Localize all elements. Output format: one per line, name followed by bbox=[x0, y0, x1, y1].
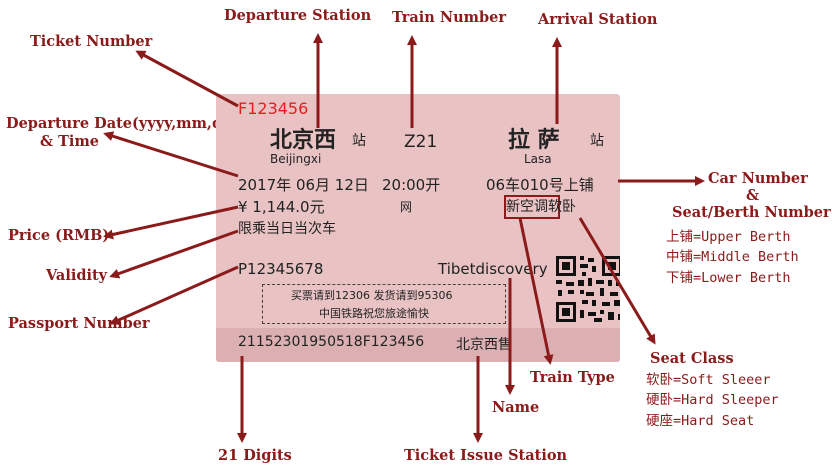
passport-number: P12345678 bbox=[238, 260, 324, 278]
arrow-passport bbox=[109, 265, 239, 325]
arrow-validity bbox=[109, 229, 239, 279]
seat-berth-number-label: Seat/Berth Number bbox=[672, 204, 831, 221]
arrow-ticket-number bbox=[135, 50, 239, 108]
from-station: 北京西 bbox=[270, 128, 337, 153]
car-number-amp: & bbox=[746, 187, 760, 204]
seat-class-legend-item: 硬卧=Hard Sleeper bbox=[646, 392, 779, 409]
seat-class-legend: 软卧=Soft Sleeer 硬卧=Hard Sleeper 硬座=Hard S… bbox=[646, 370, 779, 431]
berth-legend-item: 上铺=Upper Berth bbox=[666, 229, 791, 245]
validity: 限乘当日当次车 bbox=[238, 221, 336, 237]
seat-class-box bbox=[504, 195, 560, 219]
berth-legend-item: 中铺=Middle Berth bbox=[666, 249, 799, 266]
price-label: Price (RMB) bbox=[8, 227, 110, 244]
seat-class: 新空调软卧 bbox=[506, 199, 576, 215]
departure-time-label: & Time bbox=[40, 133, 100, 150]
berth-legend-item: 下铺=Lower Berth bbox=[666, 269, 791, 286]
notice-box: 买票请到12306 发货请到95306 中国铁路祝您旅途愉快 bbox=[262, 284, 506, 324]
issue-station: 北京西售 bbox=[456, 337, 512, 353]
departure-date-label: Departure Date(yyyy,mm,dd) bbox=[6, 115, 240, 132]
to-station: 拉 萨 bbox=[508, 128, 560, 153]
departure-time: 20:00开 bbox=[382, 176, 441, 194]
seat-class-label: Seat Class bbox=[650, 350, 734, 367]
departure-station-label: Departure Station bbox=[224, 7, 372, 24]
arrow-seat-class bbox=[578, 217, 656, 345]
train-number: Z21 bbox=[404, 132, 438, 152]
passenger-name: Tibetdiscovery bbox=[438, 260, 548, 278]
to-pinyin: Lasa bbox=[524, 152, 552, 166]
price-sub: 网 bbox=[400, 200, 413, 214]
validity-label: Validity bbox=[46, 267, 108, 284]
arrival-station-label: Arrival Station bbox=[538, 11, 658, 28]
arrow-price bbox=[103, 205, 239, 240]
arrow-train-type bbox=[518, 217, 554, 365]
notice-line-2: 中国铁路祝您旅途愉快 bbox=[319, 307, 429, 320]
price: ¥ 1,144.0元 bbox=[238, 198, 325, 216]
seat-class-legend-item: 软卧=Soft Sleeer bbox=[646, 372, 771, 388]
ticket-serial-number: 21152301950518F123456 bbox=[238, 334, 425, 350]
from-pinyin: Beijingxi bbox=[270, 152, 322, 166]
ticket-number-label: Ticket Number bbox=[30, 33, 153, 50]
train-type-label: Train Type bbox=[530, 369, 615, 386]
car-seat-number: 06车010号上铺 bbox=[486, 176, 594, 194]
seat-class-legend-item: 硬座=Hard Seat bbox=[646, 412, 755, 429]
arrow-departure-date bbox=[103, 131, 239, 178]
car-number-label: Car Number bbox=[708, 170, 808, 187]
from-station-suffix: 站 bbox=[352, 133, 366, 149]
name-label: Name bbox=[492, 399, 540, 416]
notice-line-1: 买票请到12306 发货请到95306 bbox=[291, 289, 453, 302]
ticket-number: F123456 bbox=[238, 99, 309, 118]
train-number-label: Train Number bbox=[392, 9, 507, 26]
to-station-suffix: 站 bbox=[590, 133, 604, 149]
digits-21-label: 21 Digits bbox=[218, 447, 292, 464]
berth-legend: 上铺=Upper Berth 中铺=Middle Berth 下铺=Lower … bbox=[666, 227, 799, 288]
departure-date: 2017年 06月 12日 bbox=[238, 176, 369, 194]
ticket-issue-station-label: Ticket Issue Station bbox=[404, 447, 568, 464]
